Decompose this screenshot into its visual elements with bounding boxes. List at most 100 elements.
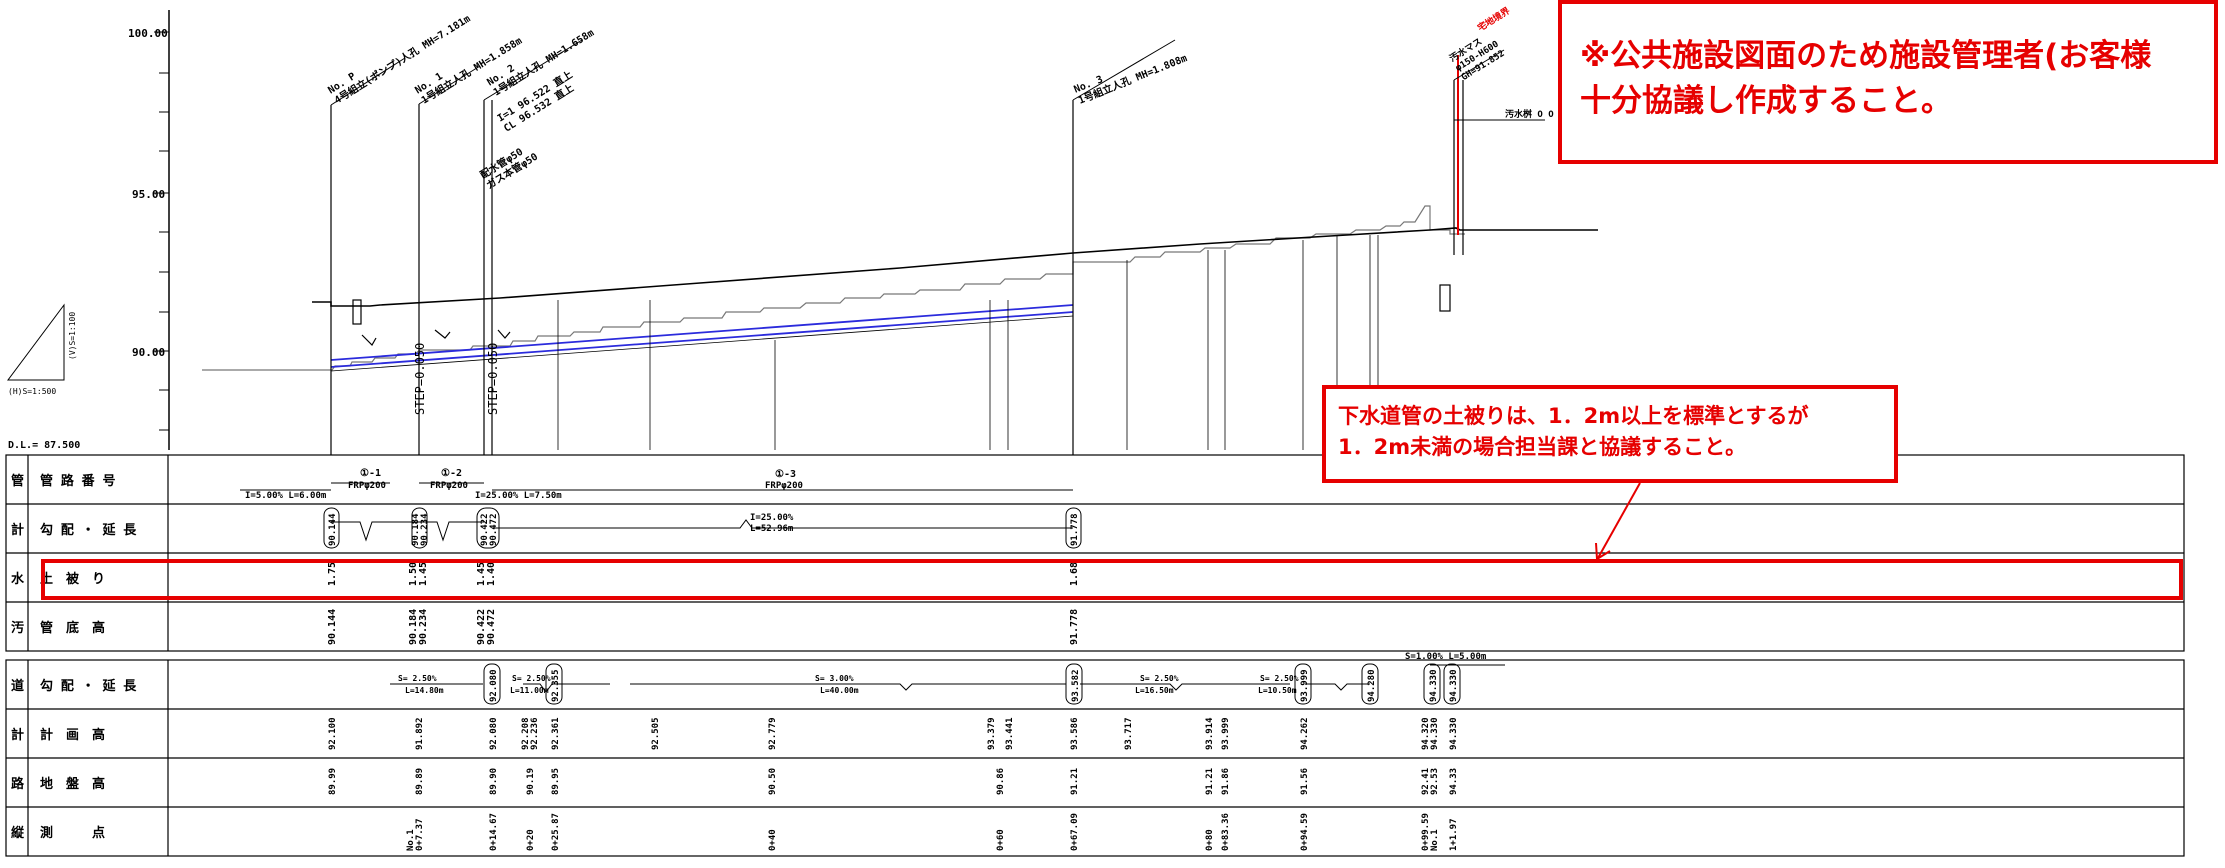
cover-5: 1.40 <box>486 562 497 586</box>
pipe-top-line <box>330 304 1074 361</box>
plan-height-5: 92.236 <box>530 717 540 750</box>
ground-height-12: 92.41 <box>1421 768 1431 795</box>
scale-horizontal: (H)S=1:500 <box>8 387 56 396</box>
pipe-number-3: ①-3 <box>775 469 796 480</box>
pipe-labels: 配水管φ50 ガス本管φ50 <box>478 140 540 192</box>
cover-3: 1.45 <box>418 562 429 586</box>
sewer-mid-length: L=52.96m <box>750 524 794 534</box>
elevation-label-90: 90.00 <box>132 346 165 359</box>
design-road-line <box>312 227 1598 307</box>
ground-height-4: 90.19 <box>526 768 536 795</box>
road-seg-4-s: S= 2.50% <box>1140 674 1179 683</box>
road-boxed-1: 92.080 <box>489 669 499 702</box>
invert-1: 90.144 <box>327 609 338 645</box>
station-6: 0+40 <box>768 829 778 851</box>
row-label-station: 測 点 <box>40 825 105 841</box>
station-3: 0+14.67 <box>489 813 499 851</box>
invert-3: 90.234 <box>418 609 429 645</box>
row-label-cover: 土 被 り <box>40 571 105 587</box>
station-7: 0+60 <box>996 829 1006 851</box>
plan-height-15: 94.262 <box>1300 717 1310 750</box>
step-label-1: STEP=0.050 <box>413 343 427 415</box>
group-road-1: 道 <box>11 678 24 694</box>
pipe-number-1: ①-1 <box>360 468 381 479</box>
ground-height-10: 91.86 <box>1221 768 1231 795</box>
cover-note-line-1: 下水道管の土被りは、1．2m以上を標準とするが <box>1338 404 1809 428</box>
road-seg-3-s: S= 3.00% <box>815 674 854 683</box>
road-boxed-4: 93.999 <box>1300 669 1310 702</box>
sewer-slope-val-5: 90.472 <box>489 513 499 546</box>
cover-4: 1.45 <box>476 562 487 586</box>
plan-height-6: 92.361 <box>551 717 561 750</box>
cover-2: 1.50 <box>408 562 419 586</box>
cover-row-highlight <box>41 559 2183 600</box>
row-label-plan-height: 計 画 高 <box>40 727 105 743</box>
pipe-first-slope: I=5.00% L=6.00m <box>245 491 327 501</box>
end-basin-marker: 汚水桝 O O <box>1505 108 1554 120</box>
road-slope-lines <box>390 663 1505 705</box>
boundary-label: 宅地境界 <box>1475 5 1512 34</box>
elevation-label-95: 95.00 <box>132 188 165 201</box>
plan-height-11: 93.586 <box>1070 717 1080 750</box>
group-sewer-1: 管 <box>11 473 24 489</box>
station-13: No.1 <box>1430 829 1440 851</box>
road-seg-5-s: S= 2.50% <box>1260 674 1299 683</box>
ground-height-1: 89.99 <box>328 768 338 795</box>
plan-height-16: 94.320 <box>1421 717 1431 750</box>
sewer-slope-val-1: 90.144 <box>328 513 338 546</box>
plan-height-8: 92.779 <box>768 717 778 750</box>
row-label-invert: 管 底 高 <box>40 620 105 636</box>
road-seg-5-l: L=10.50m <box>1258 686 1297 695</box>
invert-4: 90.422 <box>476 609 487 645</box>
ground-height-8: 91.21 <box>1070 768 1080 795</box>
datum-label: D.L.= 87.500 <box>8 440 80 451</box>
pipe-bottom-line <box>330 311 1074 368</box>
road-boxed-7: 94.330 <box>1449 669 1459 702</box>
group-sewer-2: 計 <box>11 522 24 538</box>
callout-arrow <box>1595 482 1641 561</box>
step-label-2: STEP=0.050 <box>486 343 500 415</box>
invert-6: 91.778 <box>1069 609 1080 645</box>
group-sewer-3: 水 <box>11 571 25 587</box>
station-2: 0+7.37 <box>415 818 425 851</box>
road-boxed-5: 94.280 <box>1367 669 1377 702</box>
pipe-slope-2: I=25.00% L=7.50m <box>475 491 562 501</box>
road-seg-1-s: S= 2.50% <box>398 674 437 683</box>
road-seg-1-l: L=14.80m <box>405 686 444 695</box>
boundary-red-line <box>1457 55 1459 235</box>
sewer-slope-val-2: 90.184 <box>411 513 421 546</box>
cover-1: 1.75 <box>327 562 338 586</box>
sewer-slope-lines <box>323 507 1082 549</box>
sewer-slope-val-6: 91.778 <box>1070 513 1080 546</box>
grid-verticals <box>557 235 1379 450</box>
station-10: 0+83.36 <box>1221 813 1231 851</box>
ground-height-9: 91.21 <box>1205 768 1215 795</box>
row-label-pipe-number: 管 路 番 号 <box>40 473 115 489</box>
plan-height-2: 91.892 <box>415 717 425 750</box>
station-14: 1+1.97 <box>1449 818 1459 851</box>
scale-triangle <box>7 303 65 381</box>
ground-height-11: 91.56 <box>1300 768 1310 795</box>
plan-height-18: 94.330 <box>1449 717 1459 750</box>
ground-height-13: 92.53 <box>1430 768 1440 795</box>
row-label-ground-height: 地 盤 高 <box>40 776 105 792</box>
station-4: 0+20 <box>526 829 536 851</box>
ground-height-3: 89.90 <box>489 768 499 795</box>
group-sewer-4: 汚 <box>11 620 24 636</box>
manhole-lines <box>330 80 1464 455</box>
road-seg-2-l: L=11.00m <box>510 686 549 695</box>
ground-height-2: 89.89 <box>415 768 425 795</box>
top-note-line-2: 十分協議し作成すること。 <box>1580 83 1952 119</box>
structure-no-3: No. 3 1号組立人孔 MH=1.808m <box>1073 42 1189 107</box>
station-9: 0+80 <box>1205 829 1215 851</box>
ground-line <box>202 205 1465 371</box>
pipe-number-2: ①-2 <box>441 468 462 479</box>
road-boxed-3: 93.582 <box>1071 669 1081 702</box>
plan-height-4: 92.208 <box>521 717 531 750</box>
road-boxed-2: 92.355 <box>551 669 561 702</box>
ground-height-6: 90.50 <box>768 768 778 795</box>
sewer-mid-slope: I=25.00% <box>750 513 794 523</box>
elevation-axis <box>154 10 170 450</box>
